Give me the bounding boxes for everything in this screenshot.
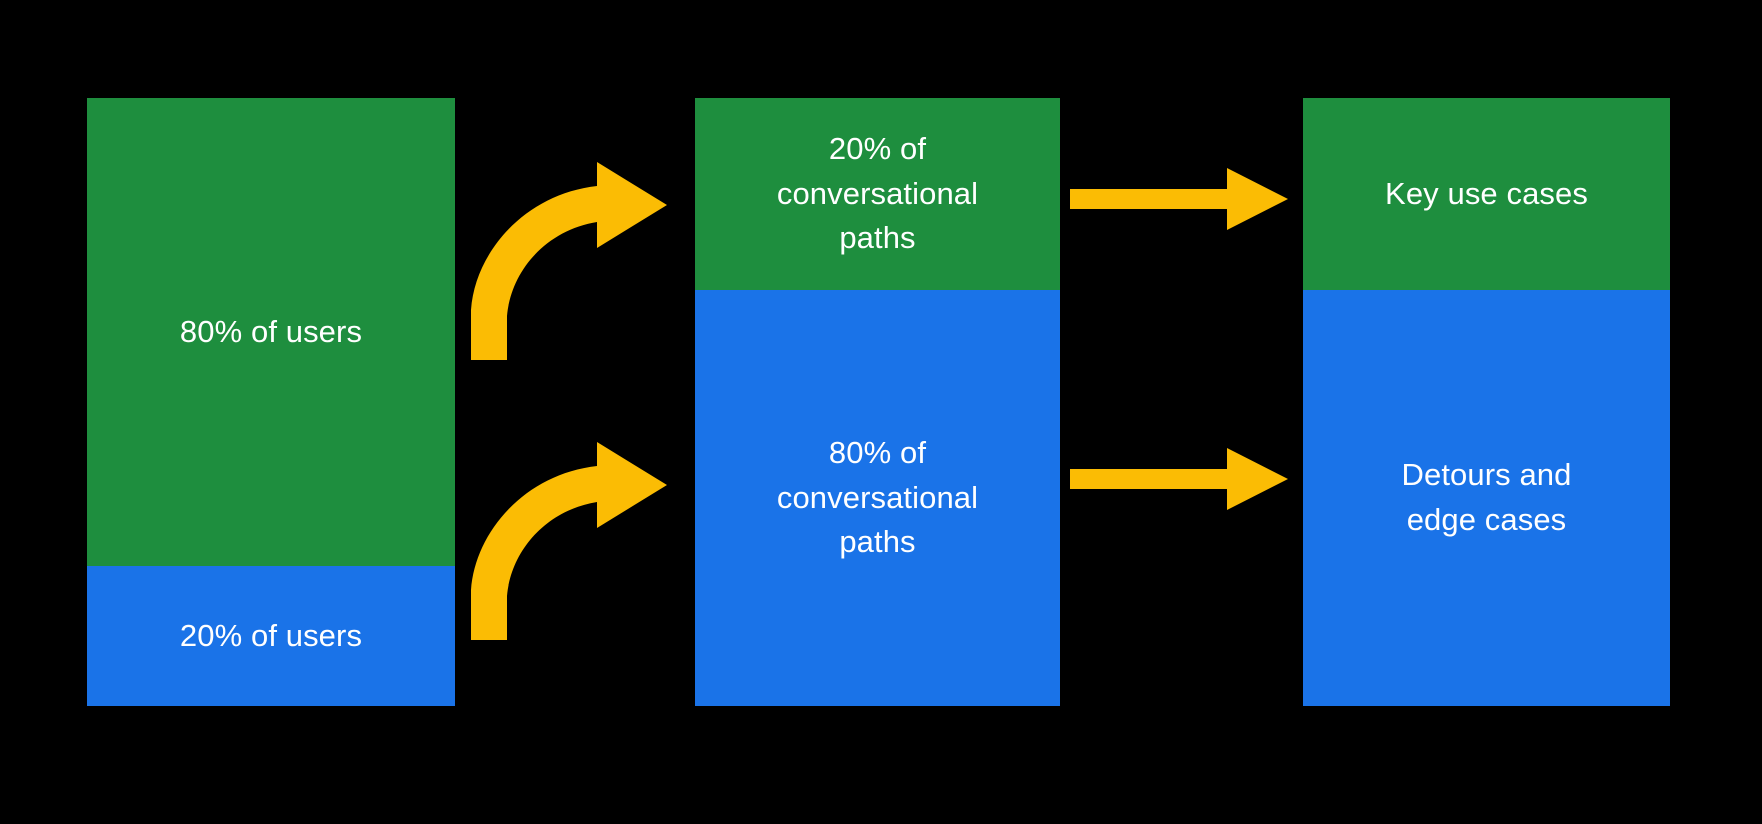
segment-label: 80% of users xyxy=(179,313,363,349)
segment-label: Key use cases xyxy=(1385,175,1588,211)
segment-label: Detours and edge cases xyxy=(1401,457,1572,537)
segment-users-green: 80% of users xyxy=(87,98,455,566)
curved-arrow-bottom-icon xyxy=(471,442,667,640)
curved-arrow-top-icon xyxy=(471,162,667,360)
column-outcomes: Key use cases Detours and edge cases xyxy=(1303,98,1670,706)
segment-outcomes-green: Key use cases xyxy=(1303,98,1670,290)
column-conversational-paths: 20% of conversational paths 80% of conve… xyxy=(695,98,1060,706)
segment-label: 80% of conversational paths xyxy=(776,434,979,560)
segment-paths-blue: 80% of conversational paths xyxy=(695,290,1060,706)
straight-arrow-top-icon xyxy=(1070,168,1288,230)
segment-users-blue: 20% of users xyxy=(87,566,455,706)
segment-label: 20% of users xyxy=(179,617,363,653)
column-users: 80% of users 20% of users xyxy=(87,98,455,706)
segment-label: 20% of conversational paths xyxy=(776,130,979,256)
straight-arrow-bottom-icon xyxy=(1070,448,1288,510)
segment-outcomes-blue: Detours and edge cases xyxy=(1303,290,1670,706)
segment-paths-green: 20% of conversational paths xyxy=(695,98,1060,290)
